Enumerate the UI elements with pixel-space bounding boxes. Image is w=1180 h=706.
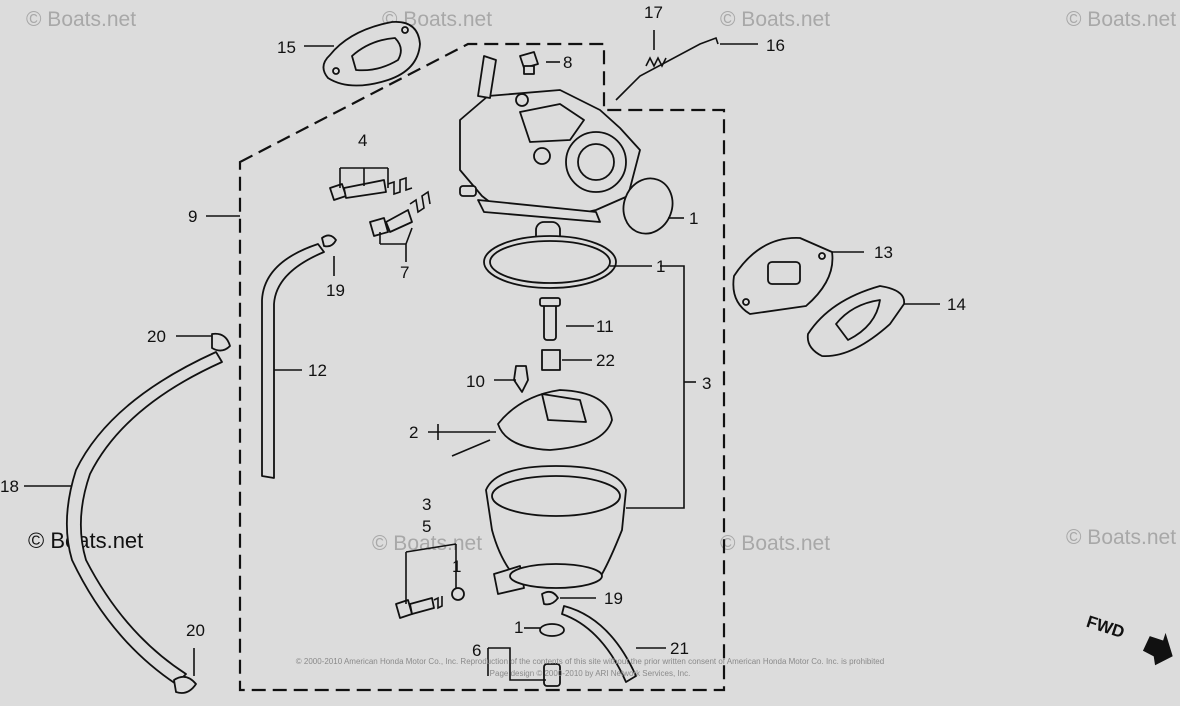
watermark: © Boats.net (372, 532, 483, 555)
part-19-clip (321, 234, 337, 248)
copyright-line: © 2000-2010 American Honda Motor Co., In… (295, 657, 885, 666)
part-1-o-ring (622, 177, 674, 235)
callout-21: 21 (670, 639, 689, 658)
part-22-jet (541, 349, 561, 371)
callout-4: 4 (358, 131, 367, 150)
part-5-pilot-screw (395, 596, 443, 619)
callout-13: 13 (874, 243, 893, 262)
callout-19: 19 (326, 281, 345, 300)
part-2-float (451, 389, 613, 457)
callout-5: 5 (422, 517, 431, 536)
callout-3: 3 (422, 495, 431, 514)
part-21-tube (561, 605, 637, 683)
float-bowl (485, 465, 627, 595)
callout-10: 10 (466, 372, 485, 391)
callout-1: 1 (689, 209, 698, 228)
leader-lines (24, 30, 940, 681)
part-12-tube (261, 243, 325, 479)
part-19-clip-bowl (541, 590, 559, 606)
callout-labels: 15 8 17 16 1 1 3 13 14 4 7 9 19 20 12 18… (0, 3, 966, 660)
callout-8: 8 (563, 53, 572, 72)
part-10-needle (513, 365, 529, 393)
callout-7: 7 (400, 263, 409, 282)
part-16-rod (615, 36, 719, 101)
part-1-washer (451, 587, 465, 601)
watermark-dark: © Boats.net (28, 528, 144, 553)
callout-19: 19 (604, 589, 623, 608)
copyright-line-2: Page design © 2000-2010 by ARI Network S… (489, 669, 691, 678)
callout-12: 12 (308, 361, 327, 380)
watermark: © Boats.net (26, 8, 137, 31)
callout-1: 1 (452, 557, 461, 576)
part-14-gasket (806, 285, 905, 357)
part-1-drain-washer (539, 623, 565, 637)
part-4-screw-spring (329, 176, 413, 201)
callout-1: 1 (514, 618, 523, 637)
part-13-insulator (732, 237, 834, 315)
callout-14: 14 (947, 295, 966, 314)
callout-18: 18 (0, 477, 19, 496)
part-20-clip-top (211, 332, 231, 352)
part-18-hose (65, 351, 223, 685)
fwd-arrow-icon (1142, 632, 1173, 666)
watermark: © Boats.net (1066, 526, 1177, 549)
part-20-clip-bottom (173, 675, 197, 694)
callout-17: 17 (644, 3, 663, 22)
callout-3: 3 (702, 374, 711, 393)
watermark: © Boats.net (1066, 8, 1177, 31)
callout-2: 2 (409, 423, 418, 442)
callout-16: 16 (766, 36, 785, 55)
part-17-spring (645, 56, 667, 68)
callout-15: 15 (277, 38, 296, 57)
callout-9: 9 (188, 207, 197, 226)
callout-22: 22 (596, 351, 615, 370)
part-15-gasket (322, 21, 421, 87)
watermark: © Boats.net (720, 532, 831, 555)
part-8-screw (519, 51, 539, 75)
callout-6: 6 (472, 641, 481, 660)
watermark: © Boats.net (720, 8, 831, 31)
callout-20: 20 (186, 621, 205, 640)
callout-11: 11 (596, 317, 614, 336)
assembly-boundary (238, 42, 726, 692)
callout-20: 20 (147, 327, 166, 346)
part-11-jet (539, 297, 561, 341)
part-6-drain-screw (543, 663, 561, 687)
part-7-screw-spring (369, 190, 431, 237)
callout-1: 1 (656, 257, 665, 276)
